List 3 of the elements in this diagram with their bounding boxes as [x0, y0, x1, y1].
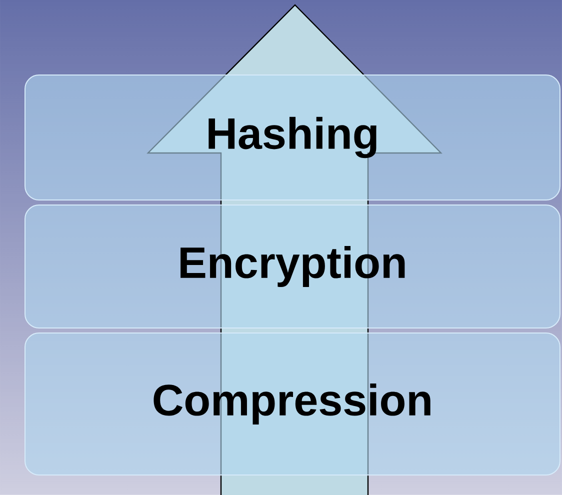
layer-box: Compression — [24, 332, 560, 476]
layer-box: Encryption — [24, 204, 560, 328]
layer-box: Hashing — [24, 74, 560, 200]
